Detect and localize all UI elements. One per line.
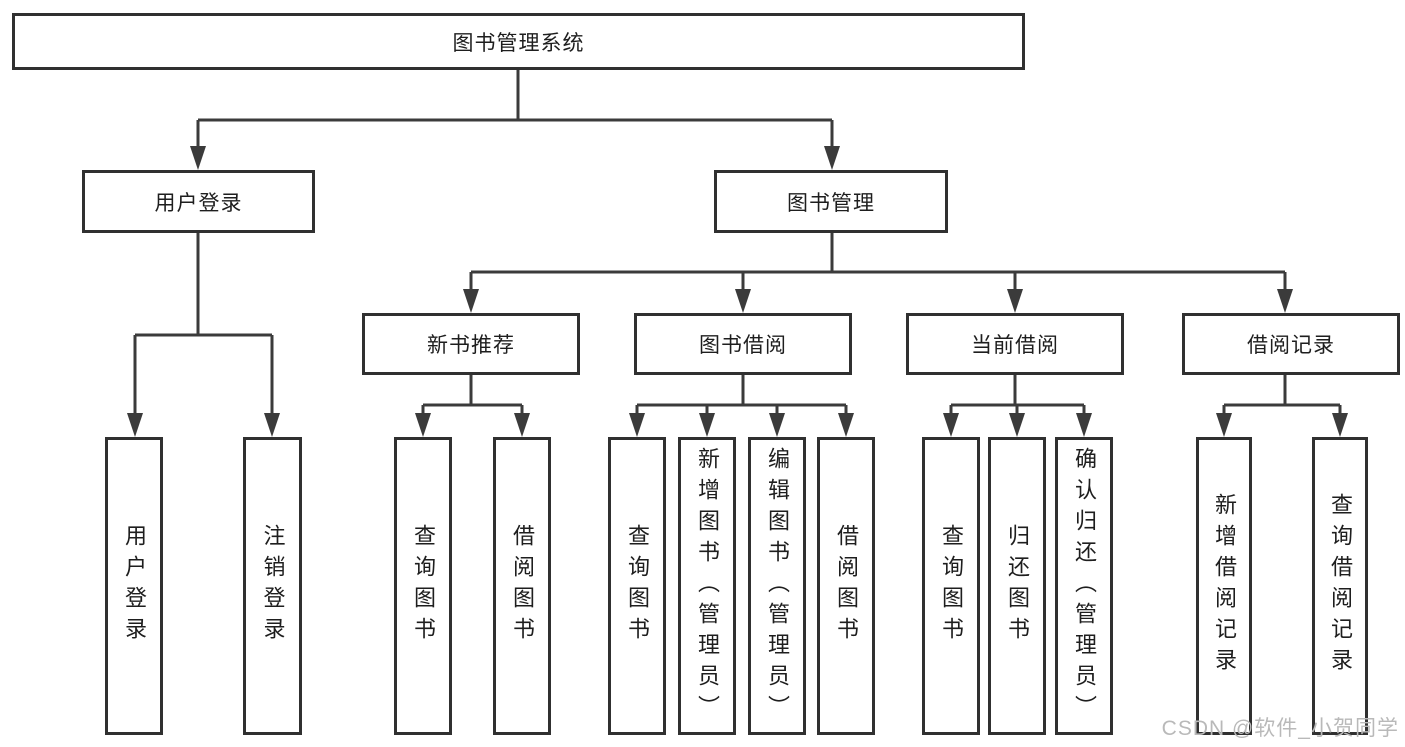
node-new-book-recommendation: 新书推荐 <box>362 313 580 375</box>
connector-book-management-to-level2 <box>463 233 1293 313</box>
node-book-management: 图书管理 <box>714 170 948 233</box>
leaf-query-books-borrowing: 查询图书 <box>608 437 666 735</box>
node-label: 图书管理系统 <box>452 31 585 55</box>
node-label: 查询图书 <box>939 524 964 648</box>
arrowhead <box>824 146 840 170</box>
leaf-add-borrow-record: 新增借阅记录 <box>1196 437 1252 735</box>
node-label: 借阅图书 <box>510 524 535 648</box>
arrowhead <box>769 413 785 437</box>
arrowhead <box>1009 413 1025 437</box>
arrowhead <box>415 413 431 437</box>
leaf-confirm-return-admin: 确认归还（管理员） <box>1055 437 1113 735</box>
node-label: 借阅记录 <box>1247 334 1335 357</box>
leaf-user-login: 用户登录 <box>105 437 163 735</box>
node-label: 借阅图书 <box>834 524 859 648</box>
node-book-borrowing: 图书借阅 <box>634 313 852 375</box>
node-label: 归还图书 <box>1005 524 1030 648</box>
arrowhead <box>1216 413 1232 437</box>
connector-user-login-to-leaves <box>127 233 280 437</box>
node-label: 查询借阅记录 <box>1328 493 1353 679</box>
connector-new-book-recommendation-to-leaves <box>415 375 530 437</box>
node-label: 当前借阅 <box>971 334 1059 357</box>
node-label: 确认归还（管理员） <box>1072 446 1097 726</box>
node-label: 查询图书 <box>411 524 436 648</box>
connector-book-borrowing-to-leaves <box>629 375 854 437</box>
leaf-borrow-books-recommendation: 借阅图书 <box>493 437 551 735</box>
arrowhead <box>514 413 530 437</box>
arrowhead <box>1332 413 1348 437</box>
node-label: 查询图书 <box>625 524 650 648</box>
leaf-query-books-recommendation: 查询图书 <box>394 437 452 735</box>
node-current-borrowing: 当前借阅 <box>906 313 1124 375</box>
node-borrowing-records: 借阅记录 <box>1182 313 1400 375</box>
csdn-watermark: CSDN @软件_小贺同学 <box>1161 717 1399 740</box>
arrowhead <box>699 413 715 437</box>
node-user-login: 用户登录 <box>82 170 315 233</box>
arrowhead <box>629 413 645 437</box>
leaf-query-borrow-record: 查询借阅记录 <box>1312 437 1368 735</box>
arrowhead <box>1076 413 1092 437</box>
node-label: 注销登录 <box>260 524 286 648</box>
node-label: 用户登录 <box>122 524 147 648</box>
leaf-logout: 注销登录 <box>243 437 302 735</box>
arrowhead <box>735 289 751 313</box>
arrowhead <box>190 146 206 170</box>
node-label: 用户登录 <box>154 191 243 215</box>
connector-current-borrowing-to-leaves <box>943 375 1092 437</box>
connector-borrowing-records-to-leaves <box>1216 375 1348 437</box>
node-label: 图书管理 <box>787 191 875 215</box>
node-library-management-system: 图书管理系统 <box>12 13 1025 70</box>
node-label: 新增借阅记录 <box>1212 493 1237 679</box>
node-label: 新书推荐 <box>427 334 515 357</box>
node-label: 图书借阅 <box>699 334 787 357</box>
arrowhead <box>838 413 854 437</box>
arrowhead <box>1007 289 1023 313</box>
arrowhead <box>127 413 143 437</box>
arrowhead <box>264 413 280 437</box>
node-label: 新增图书（管理员） <box>695 446 720 726</box>
leaf-add-book-admin: 新增图书（管理员） <box>678 437 736 735</box>
leaf-edit-book-admin: 编辑图书（管理员） <box>748 437 806 735</box>
arrowhead <box>463 289 479 313</box>
node-label: 编辑图书（管理员） <box>765 446 790 726</box>
leaf-query-books-current: 查询图书 <box>922 437 980 735</box>
arrowhead <box>1277 289 1293 313</box>
connector-root-to-level1 <box>190 70 840 170</box>
arrowhead <box>943 413 959 437</box>
leaf-borrow-books-borrowing: 借阅图书 <box>817 437 875 735</box>
leaf-return-books: 归还图书 <box>988 437 1046 735</box>
